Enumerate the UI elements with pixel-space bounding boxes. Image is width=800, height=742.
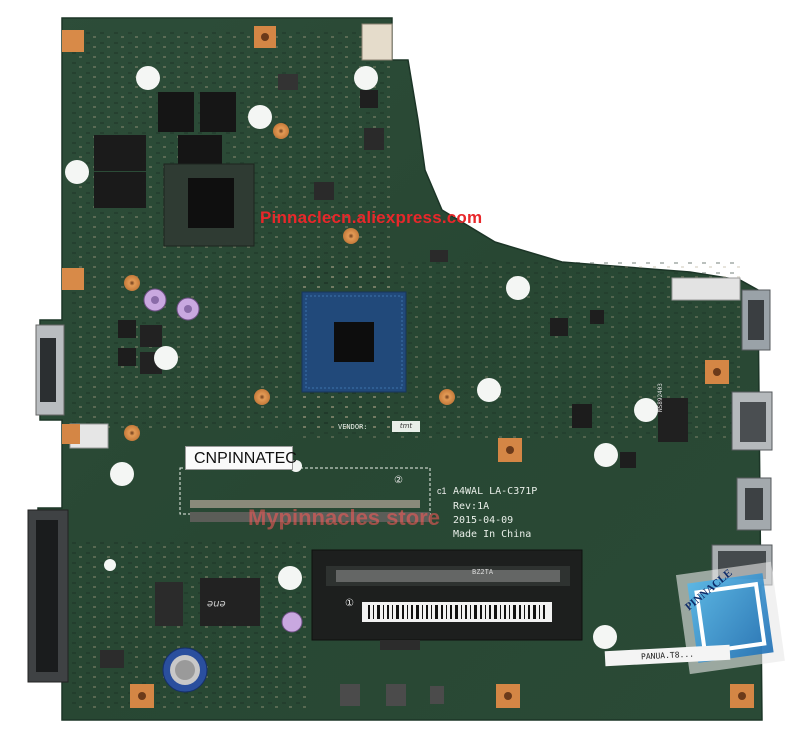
silkscreen-model: A4WAL LA-C371P bbox=[453, 486, 538, 497]
top-connector bbox=[361, 23, 393, 61]
vram-chip bbox=[94, 172, 146, 208]
watermark-store: Mypinnacles store bbox=[248, 505, 440, 530]
vram-chip bbox=[158, 92, 194, 132]
capacitor bbox=[281, 611, 303, 633]
silkscreen-circle-two: ② bbox=[394, 475, 403, 486]
vram-chip bbox=[200, 92, 236, 132]
watermark-url: Pinnaclecn.aliexpress.com bbox=[260, 208, 483, 227]
ec-chip-brand: ene bbox=[207, 598, 226, 609]
ram-slot-lower bbox=[311, 549, 583, 641]
silkscreen-origin: Made In China bbox=[453, 529, 532, 540]
copper-pads bbox=[62, 26, 754, 708]
silkscreen-vendor-value: tmt bbox=[392, 421, 420, 432]
mounting-holes bbox=[65, 66, 658, 649]
silkscreen-date: 2015-04-09 bbox=[453, 515, 514, 526]
ec-chip bbox=[200, 578, 260, 626]
silkscreen-vendor-label: VENDOR: bbox=[338, 423, 368, 431]
silkscreen-revision: Rev:1A bbox=[453, 501, 490, 512]
nic-chip-text: NS892403 bbox=[657, 383, 664, 412]
slot-code: BZ2TA bbox=[472, 568, 494, 576]
label-sticker: CNPINNATEC bbox=[185, 446, 297, 470]
silkscreen-circle-c1: c1 bbox=[437, 486, 447, 496]
vram-chip bbox=[94, 135, 146, 171]
vram-chip bbox=[178, 135, 222, 165]
nic-chip bbox=[658, 398, 688, 442]
silkscreen-circle-one: ① bbox=[345, 598, 354, 609]
